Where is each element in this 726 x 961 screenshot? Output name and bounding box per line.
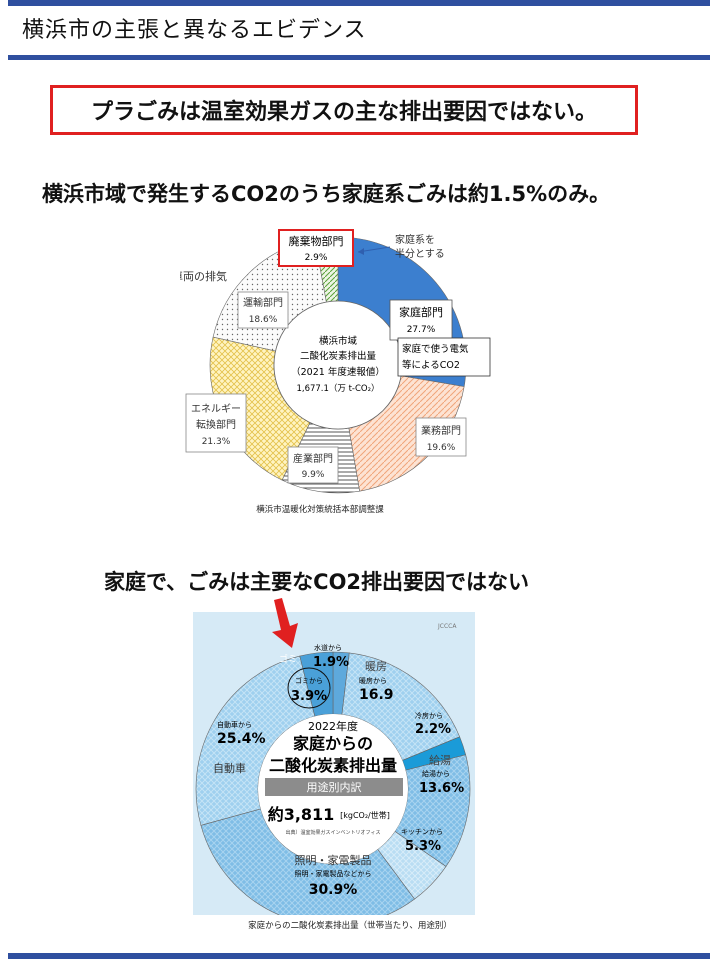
heating-value: 16.9 — [359, 687, 394, 703]
top-rule — [8, 0, 710, 6]
lighting-category: 照明・家電製品 — [295, 853, 372, 867]
water-label: 水道から — [314, 643, 342, 652]
waste-sector-value: 2.9% — [305, 253, 328, 263]
city-center-label-4: 1,677.1（万 t-CO₂） — [296, 383, 379, 394]
lighting-value: 30.9% — [309, 882, 358, 898]
transport-label-box — [237, 291, 289, 329]
hh-center-year: 2022年度 — [308, 719, 358, 733]
heating-category: 暖房 — [365, 660, 387, 673]
waste-note-arrowhead-icon — [358, 248, 364, 255]
city-center-label-1: 横浜市域 — [319, 335, 358, 347]
jccca-logo: JCCCA — [437, 623, 457, 630]
hh-center-source: 出典）温室効果ガスインベントリオフィス — [286, 829, 381, 836]
household-chart-source: 家庭からの二酸化炭素排出量（世帯当たり、用途別） — [248, 921, 452, 931]
heating-label: 暖房から — [359, 676, 387, 685]
city-chart-source: 横浜市温暖化対策統括本部調整課 — [256, 504, 384, 515]
waste-sector-box — [278, 229, 354, 267]
car-category: 自動車 — [213, 761, 246, 775]
hh-center-title-2: 二酸化炭素排出量 — [269, 756, 397, 775]
gomi-outer-label: ゴミ — [279, 653, 297, 665]
car-label: 自動車から — [217, 720, 252, 729]
energy-sector-value: 21.3% — [202, 437, 231, 447]
industry-sector-name: 産業部門 — [293, 452, 333, 465]
bottom-rule — [8, 953, 710, 959]
household-label-box — [389, 299, 453, 341]
household-note-box — [397, 337, 491, 377]
kitchen-value: 5.3% — [405, 839, 441, 854]
hotwater-label: 給湯から — [422, 769, 450, 778]
hh-center-band-text: 用途別内訳 — [307, 780, 362, 794]
cooling-label: 冷房から — [415, 711, 443, 720]
waste-sector-name: 廃棄物部門 — [289, 234, 344, 248]
household-note-line2: 等によるCO2 — [402, 359, 460, 371]
waste-note-line2: 半分とする — [395, 247, 445, 260]
hh-center-unit: [kgCO₂/世帯] — [340, 810, 390, 820]
car-value: 25.4% — [217, 731, 266, 747]
industry-label-box — [287, 446, 339, 484]
claim-text: プラごみは温室効果ガスの主な排出要因ではない。 — [90, 100, 597, 125]
business-sector-name: 業務部門 — [421, 424, 461, 437]
vehicle-note: 車両の排気 — [180, 269, 227, 283]
title-rule — [8, 55, 710, 60]
kitchen-label: キッチンから — [401, 828, 443, 836]
red-arrow-icon — [272, 598, 298, 648]
hotwater-category: 給湯 — [429, 753, 451, 767]
energy-label-box — [185, 393, 247, 453]
heading-household-co2: 家庭で、ごみは主要なCO2排出要因ではない — [104, 570, 530, 594]
gomi-highlight-circle — [287, 667, 331, 709]
household-co2-donut-chart: JCCCA 2022年度 家庭からの 二酸化炭素排出量 用途別内訳 約3,811… — [195, 623, 471, 915]
claim-box: プラごみは温室効果ガスの主な排出要因ではない。 — [50, 85, 638, 135]
lighting-label: 照明・家電製品などから — [295, 869, 372, 878]
city-center-label-3: （2021 年度速報値） — [291, 366, 385, 378]
household-sector-value: 27.7% — [407, 325, 436, 335]
waste-note-line1: 家庭系を — [395, 233, 435, 246]
hh-center-title-1: 家庭からの — [293, 734, 373, 753]
city-donut-hole — [273, 300, 403, 430]
gomi-label: ゴミから — [295, 676, 323, 685]
heading-city-co2: 横浜市域で発生するCO2のうち家庭系ごみは約1.5%のみ。 — [42, 182, 611, 206]
energy-sector-name-2: 転換部門 — [196, 418, 236, 431]
transport-sector-name: 運輸部門 — [243, 296, 283, 309]
city-co2-donut-chart: 横浜市域 二酸化炭素排出量 （2021 年度速報値） 1,677.1（万 t-C… — [180, 229, 491, 515]
hh-center-total: 約3,811 — [268, 805, 335, 824]
city-center-label-2: 二酸化炭素排出量 — [300, 350, 377, 362]
transport-sector-value: 18.6% — [249, 315, 278, 325]
business-label-box — [415, 417, 467, 457]
business-sector-value: 19.6% — [427, 443, 456, 453]
hh-center-band — [265, 778, 403, 796]
household-sector-name: 家庭部門 — [399, 305, 443, 319]
page-title: 横浜市の主張と異なるエビデンス — [22, 18, 367, 43]
household-note-line1: 家庭で使う電気 — [402, 343, 469, 355]
hotwater-value: 13.6% — [419, 781, 464, 796]
cooling-value: 2.2% — [415, 722, 451, 737]
water-value: 1.9% — [313, 655, 349, 670]
energy-sector-name-1: エネルギー — [191, 403, 241, 415]
industry-sector-value: 9.9% — [302, 470, 325, 480]
household-co2-chart-panel: JCCCA 2022年度 家庭からの 二酸化炭素排出量 用途別内訳 約3,811… — [193, 612, 475, 915]
gomi-value: 3.9% — [291, 689, 327, 704]
